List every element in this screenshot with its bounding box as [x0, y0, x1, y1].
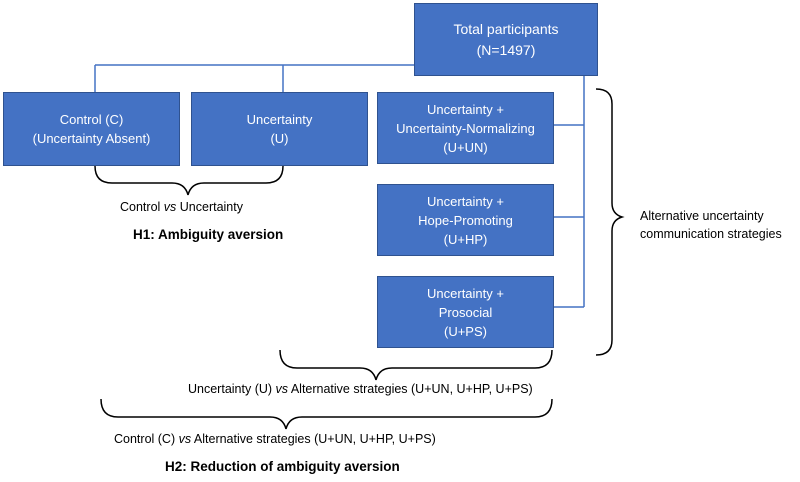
uncertainty-normalizing-line3: (U+UN) — [443, 139, 488, 155]
hope-promoting-line1: Uncertainty + — [427, 193, 504, 209]
control-vs-uncertainty-text: Control vs Uncertainty — [120, 200, 243, 214]
prosocial-line1: Uncertainty + — [427, 285, 504, 301]
comparison-left: Control — [120, 200, 161, 214]
prosocial-box: Uncertainty + Prosocial (U+PS) — [377, 276, 554, 348]
total-participants-label: Total participants — [453, 20, 559, 37]
control-vs-alternatives-text: Control (C) vs Alternative strategies (U… — [114, 432, 436, 446]
uncertainty-sublabel: (U) — [270, 131, 289, 146]
control-sublabel: (Uncertainty Absent) — [32, 131, 151, 146]
prosocial-line3: (U+PS) — [444, 323, 487, 339]
comparison-right: Alternative strategies (U+UN, U+HP, U+PS… — [193, 432, 436, 446]
comparison-vs: vs — [275, 382, 289, 396]
side-label-line1: Alternative uncertainty — [640, 209, 764, 223]
hope-promoting-line3: (U+HP) — [443, 231, 488, 247]
comparison-vs: vs — [163, 200, 177, 214]
h2-hypothesis: H2: Reduction of ambiguity aversion — [165, 459, 400, 474]
bracket-control-vs-uncertainty — [94, 165, 284, 196]
uncertainty-normalizing-box: Uncertainty + Uncertainty-Normalizing (U… — [377, 92, 554, 164]
comparison-right: Alternative strategies (U+UN, U+HP, U+PS… — [290, 382, 533, 396]
comparison-vs: vs — [178, 432, 192, 446]
side-label-line2: communication strategies — [640, 227, 782, 241]
comparison-left: Uncertainty (U) — [188, 382, 273, 396]
uncertainty-box: Uncertainty (U) — [191, 92, 368, 166]
uncertainty-normalizing-line2: Uncertainty-Normalizing — [396, 120, 535, 136]
tree-connectors — [94, 64, 585, 308]
hope-promoting-box: Uncertainty + Hope-Promoting (U+HP) — [377, 184, 554, 256]
alternative-strategies-label: Alternative uncertainty communication st… — [640, 207, 782, 243]
hope-promoting-line2: Hope-Promoting — [418, 212, 513, 228]
bracket-control-vs-alternatives — [100, 398, 553, 430]
brackets — [94, 88, 625, 430]
total-participants-box: Total participants (N=1497) — [414, 3, 598, 76]
uncertainty-normalizing-line1: Uncertainty + — [427, 101, 504, 117]
prosocial-line2: Prosocial — [438, 304, 493, 320]
comparison-right: Uncertainty — [179, 200, 243, 214]
uncertainty-vs-alternatives-text: Uncertainty (U) vs Alternative strategie… — [188, 382, 533, 396]
total-participants-count: (N=1497) — [476, 41, 536, 58]
bracket-alternative-strategies — [595, 88, 625, 356]
control-box: Control (C) (Uncertainty Absent) — [3, 92, 180, 166]
control-label: Control (C) — [59, 112, 124, 127]
comparison-left: Control (C) — [114, 432, 176, 446]
bracket-uncertainty-vs-alternatives — [279, 349, 553, 381]
uncertainty-label: Uncertainty — [246, 112, 313, 127]
h1-hypothesis: H1: Ambiguity aversion — [133, 227, 284, 242]
